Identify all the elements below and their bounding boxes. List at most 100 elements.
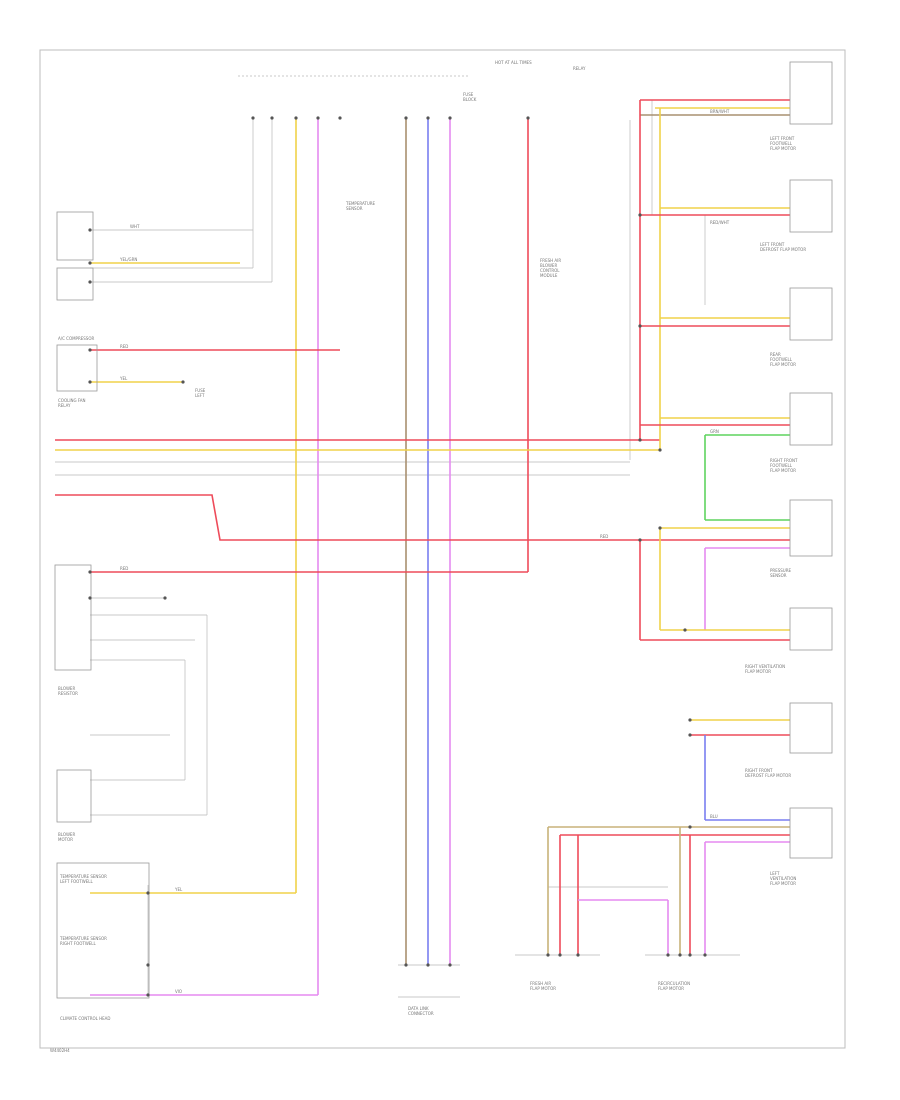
- left-ventilation-actuator-box: [789, 807, 833, 859]
- connector-pin: [404, 963, 408, 967]
- connector-pin: [683, 628, 687, 632]
- cooling-fan-relay-box: [56, 211, 94, 261]
- connector-pin: [88, 596, 92, 600]
- wire-code-redwht: RED/WHT: [710, 220, 730, 225]
- connector-pin: [88, 280, 92, 284]
- page-id: W4402H4: [50, 1048, 70, 1053]
- connector-pin: [688, 718, 692, 722]
- left-front-defrost-actuator-box: [789, 179, 833, 233]
- relay-note-label: RELAY: [573, 66, 586, 71]
- right-front-actuator-box: [789, 392, 833, 446]
- right-ventilation-actuator-box: [789, 607, 833, 651]
- wire-code-brnwht: BRN/WHT: [710, 109, 730, 114]
- connector-pin: [558, 953, 562, 957]
- right-front-defrost-actuator-box: [789, 702, 833, 754]
- connector-pin: [688, 733, 692, 737]
- wire-code-red: RED: [120, 344, 128, 349]
- connector-pin: [316, 116, 320, 120]
- diagram-border: [39, 49, 846, 1049]
- connector-pin: [546, 953, 550, 957]
- connector-pin: [146, 963, 150, 967]
- connector-pin: [448, 116, 452, 120]
- wire-code-tags: RED YEL YEL/GRN WHT RED YEL VIO RED GRN …: [119, 109, 730, 994]
- connector-pin: [666, 953, 670, 957]
- connector-pin: [526, 116, 530, 120]
- connector-pin: [294, 116, 298, 120]
- connector-pin: [251, 116, 255, 120]
- connector-pin: [404, 116, 408, 120]
- wire-code-vio: VIO: [175, 989, 182, 994]
- connector-pin: [703, 953, 707, 957]
- connector-pin: [638, 213, 642, 217]
- fuse-relay-box: [56, 267, 94, 301]
- wire-code-yelgrn: YEL/GRN: [119, 257, 137, 262]
- ground-wires: [55, 100, 740, 998]
- left-front-actuator-box: [789, 61, 833, 125]
- connector-pin: [658, 526, 662, 530]
- ac-compressor-label: A/C COMPRESSOR: [58, 336, 94, 341]
- connector-pin: [426, 963, 430, 967]
- temp-sensor-box: [56, 862, 150, 999]
- connector-pin: [88, 261, 92, 265]
- connector-pin: [576, 953, 580, 957]
- connector-pin: [678, 953, 682, 957]
- rear-footwell-actuator-box: [789, 287, 833, 341]
- connector-pin: [688, 953, 692, 957]
- wire-code-blu: BLU: [710, 814, 718, 819]
- connector-pin: [181, 380, 185, 384]
- wire-code-wht: WHT: [130, 224, 140, 229]
- connector-pin: [88, 348, 92, 352]
- climate-control-head-box: [54, 564, 92, 671]
- connector-pin: [88, 380, 92, 384]
- wire-code-grn: GRN: [710, 429, 719, 434]
- connector-pin: [146, 993, 150, 997]
- colored-wires: [55, 99, 790, 996]
- connector-pin: [88, 570, 92, 574]
- connector-pin: [88, 228, 92, 232]
- connector-pin: [688, 825, 692, 829]
- connector-pin: [163, 596, 167, 600]
- connector-pin: [638, 438, 642, 442]
- blower-motor-box: [56, 769, 92, 823]
- wire-code-yel: YEL: [119, 376, 128, 381]
- connector-pin: [638, 538, 642, 542]
- connector-pin: [146, 891, 150, 895]
- wire-code-red-3: RED: [600, 534, 608, 539]
- connector-pins: [88, 116, 707, 997]
- ac-compressor-box: [56, 344, 98, 392]
- connector-pin: [448, 963, 452, 967]
- connector-pin: [426, 116, 430, 120]
- connector-pin: [338, 116, 342, 120]
- wire-code-red-2: RED: [120, 566, 128, 571]
- wire-code-yel-2: YEL: [174, 887, 183, 892]
- connector-pin: [270, 116, 274, 120]
- top-label: HOT AT ALL TIMES: [495, 60, 532, 65]
- connector-pin: [658, 448, 662, 452]
- climate-control-head-label: CLIMATE CONTROL HEAD: [60, 1016, 110, 1021]
- connector-pin: [638, 324, 642, 328]
- pressure-sensor-box: [789, 499, 833, 557]
- components: [54, 61, 833, 999]
